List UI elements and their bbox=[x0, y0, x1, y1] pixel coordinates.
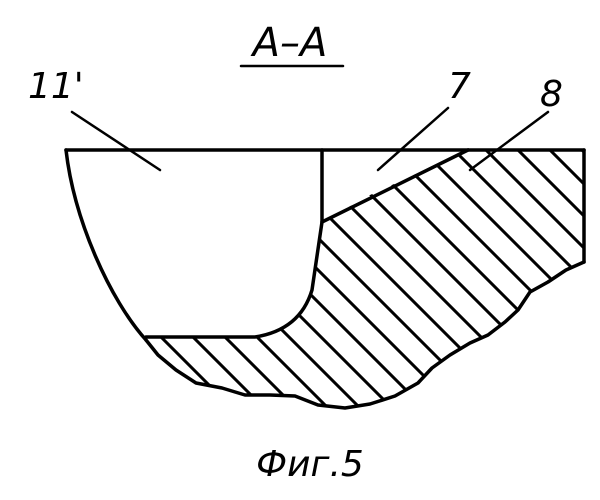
hatch-line bbox=[0, 100, 196, 500]
callout-label-7: 7 bbox=[448, 66, 471, 107]
figure-caption: Фиг.5 bbox=[256, 444, 364, 485]
hatch-line bbox=[564, 100, 600, 500]
hatch-line bbox=[20, 100, 420, 500]
hatch-line bbox=[276, 100, 600, 500]
hatch-line bbox=[180, 100, 580, 500]
hatch-line bbox=[404, 100, 600, 500]
leader-line-11 bbox=[72, 112, 160, 170]
hatch-line bbox=[596, 100, 600, 500]
hatch-line bbox=[0, 100, 388, 500]
leader-line-8 bbox=[470, 112, 548, 170]
callout-label-8: 8 bbox=[540, 74, 563, 115]
cavity-outline bbox=[146, 150, 322, 337]
part-7-boundary-line bbox=[322, 150, 468, 222]
hatch-line bbox=[0, 100, 356, 500]
hatch-line bbox=[0, 100, 324, 500]
hatch-line bbox=[0, 100, 100, 500]
hatch-line bbox=[468, 100, 600, 500]
leader-line-7 bbox=[378, 108, 448, 170]
callout-label-11: 11' bbox=[28, 66, 84, 107]
hatch-line bbox=[52, 100, 452, 500]
hatch-line bbox=[244, 100, 600, 500]
hatch-line bbox=[116, 100, 516, 500]
hatch-line bbox=[148, 100, 548, 500]
hatch-line bbox=[0, 100, 260, 500]
hatch-line bbox=[372, 100, 600, 500]
hatch-line bbox=[212, 100, 600, 500]
section-title: A–A bbox=[250, 20, 328, 66]
hatch-line bbox=[308, 100, 600, 500]
hatched-section-part-8 bbox=[0, 100, 600, 500]
hatch-line bbox=[0, 100, 228, 500]
hatch-line bbox=[0, 100, 164, 500]
hatch-line bbox=[436, 100, 600, 500]
left-curved-outline bbox=[66, 150, 146, 340]
hatch-line bbox=[532, 100, 600, 500]
